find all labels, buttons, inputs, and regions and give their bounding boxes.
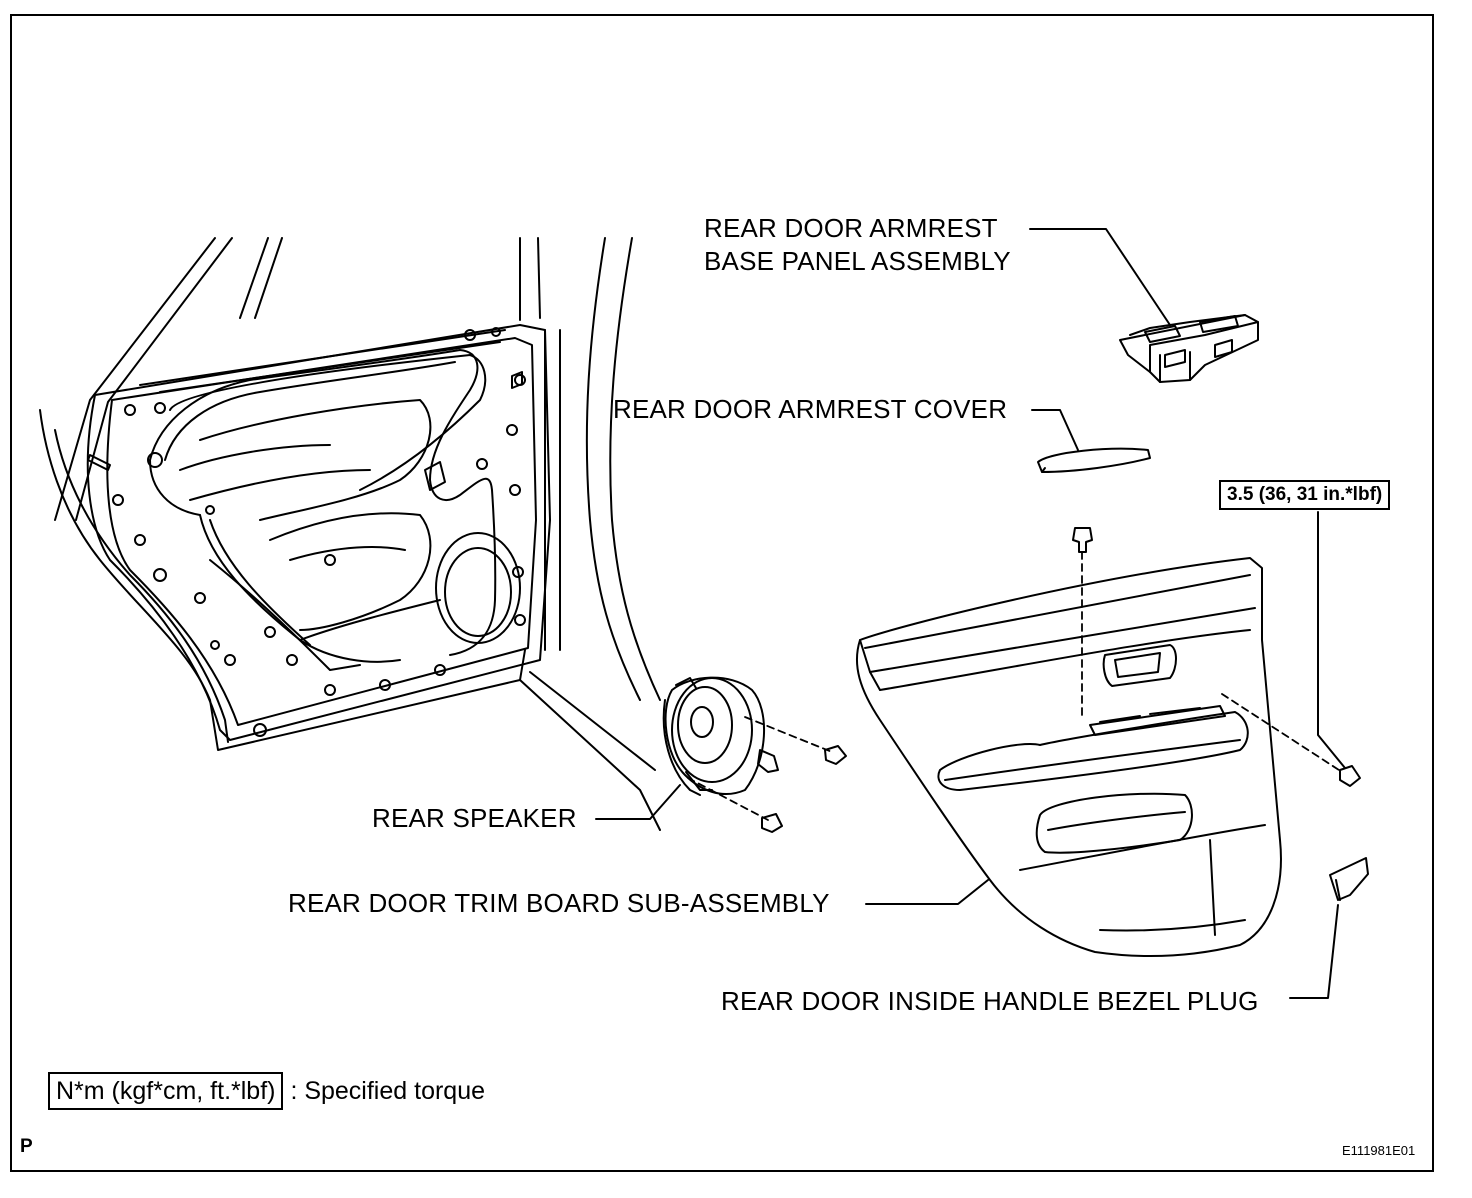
torque-legend: N*m (kgf*cm, ft.*lbf) : Specified torque (48, 1072, 485, 1110)
leader-lines (595, 228, 1346, 999)
assembly-lines (687, 551, 1343, 821)
trim-board-illustration (856, 557, 1282, 957)
torque-spec-box: 3.5 (36, 31 in.*lbf) (1219, 480, 1391, 510)
label-armrest-cover: REAR DOOR ARMREST COVER (613, 394, 1008, 424)
legend-unit-box: N*m (kgf*cm, ft.*lbf) (48, 1072, 284, 1110)
label-armrest-base-panel-line1: REAR DOOR ARMREST (704, 213, 998, 243)
armrest-cover-illustration (1037, 447, 1151, 473)
label-rear-speaker: REAR SPEAKER (372, 803, 577, 833)
diagram-frame (10, 14, 1434, 1172)
door-body-illustration (39, 237, 661, 831)
figure-code: E111981E01 (1342, 1143, 1416, 1158)
rear-speaker-illustration (662, 676, 766, 796)
label-bezel-plug: REAR DOOR INSIDE HANDLE BEZEL PLUG (721, 986, 1259, 1016)
bolts-illustration (757, 527, 1369, 901)
legend-text: : Specified torque (290, 1077, 486, 1105)
corner-letter: P (20, 1136, 33, 1157)
label-armrest-base-panel-line2: BASE PANEL ASSEMBLY (704, 246, 1011, 276)
armrest-base-panel-illustration (1119, 314, 1259, 383)
label-trim-board: REAR DOOR TRIM BOARD SUB-ASSEMBLY (288, 888, 830, 918)
